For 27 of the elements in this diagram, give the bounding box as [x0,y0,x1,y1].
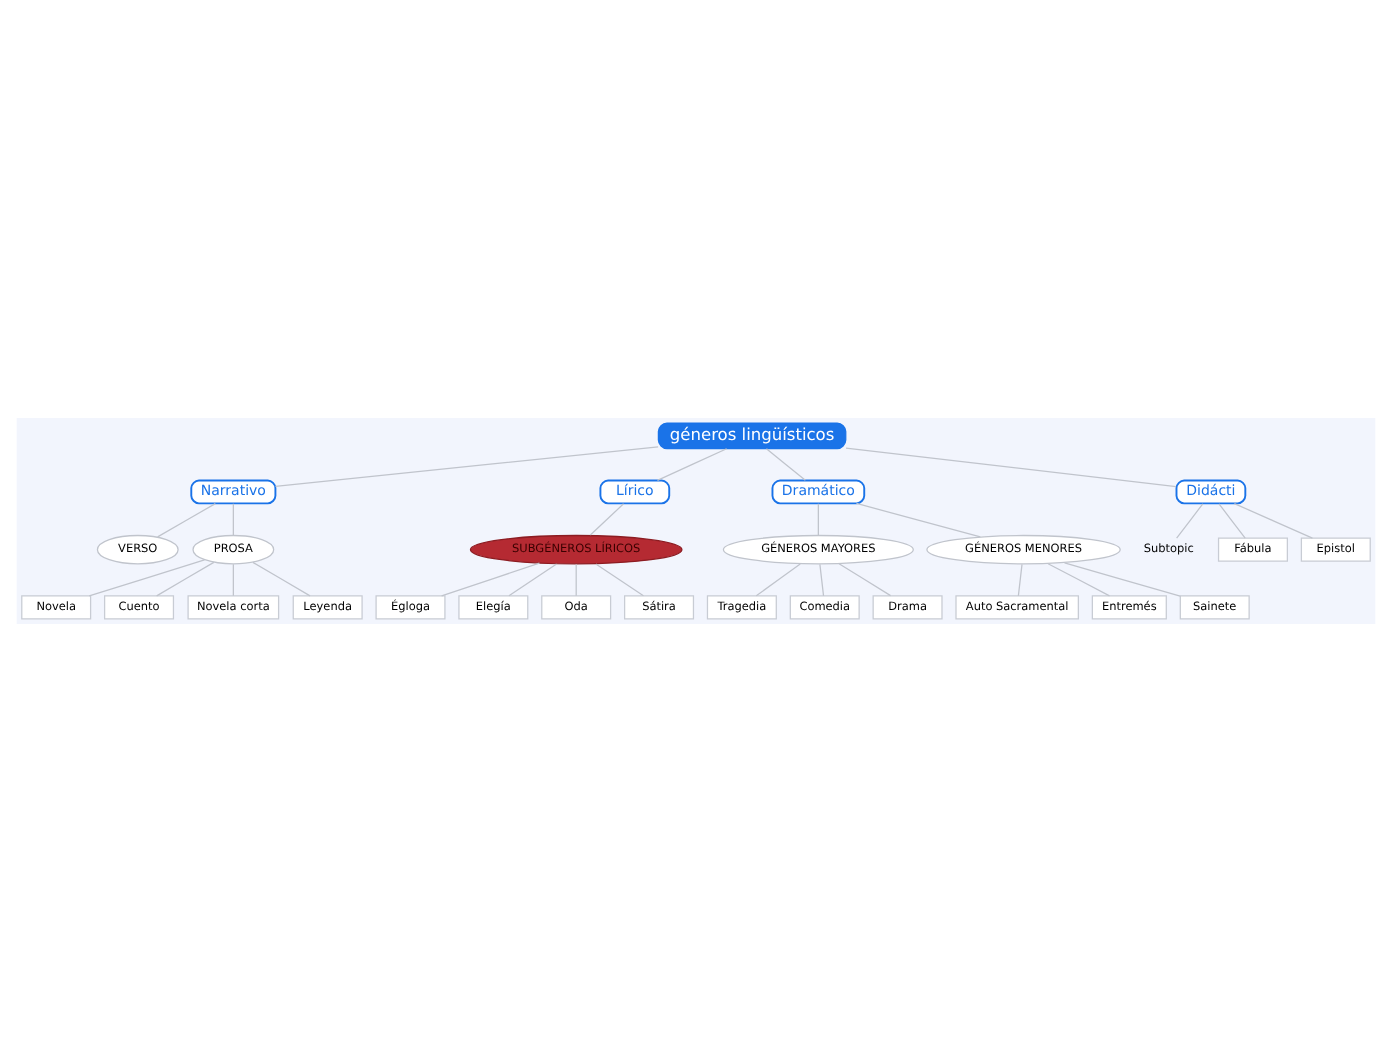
connector [156,560,215,596]
connector [819,562,825,596]
connector [1047,562,1111,596]
connector [656,447,728,480]
connector [817,502,819,535]
connector [1017,562,1023,596]
connector [1063,561,1181,596]
connector [1218,502,1246,538]
connector [232,502,234,535]
connector [595,562,645,596]
node-box: géneros lingüísticos [657,421,847,449]
connector [575,562,577,596]
connector [845,446,1177,487]
connector [1233,501,1314,538]
connector [1176,502,1204,538]
connector [838,562,892,596]
connector [589,502,625,535]
connector [88,558,206,596]
connector [252,560,311,596]
connector [157,501,216,537]
connector [508,562,558,596]
connector [274,445,659,486]
connector [440,561,541,596]
connector [232,562,234,596]
connector [855,501,981,537]
connector [755,562,801,596]
connector [765,447,806,480]
